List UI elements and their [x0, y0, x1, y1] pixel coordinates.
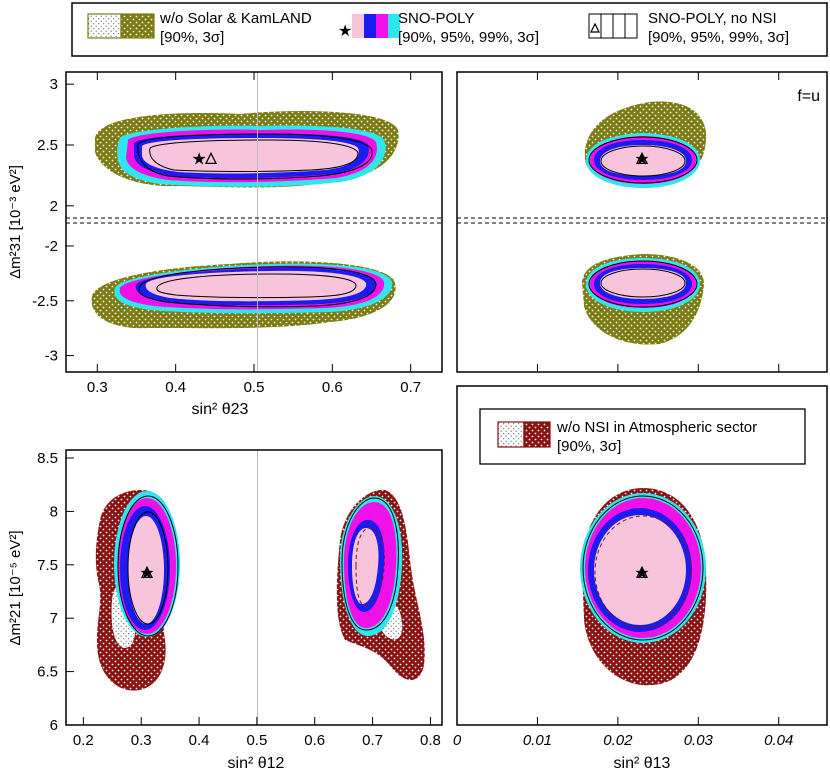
x-tick-label-br: 0	[453, 732, 462, 749]
region-sno-90-lower-tl	[145, 270, 367, 302]
legend-swatch-atm-dark	[523, 421, 551, 448]
best-fit-markers-tr: ★	[634, 149, 649, 168]
x-tick-label-tl: 0.3	[87, 379, 108, 396]
contour-nonsi-3sigma-lower-tr	[588, 260, 698, 308]
legend-swatch-nonsi	[588, 13, 638, 39]
y-tick-label-bl: 7	[50, 610, 58, 627]
panel-top-right: ★ f=u	[456, 71, 828, 373]
best-fit-triangle-br	[635, 565, 649, 578]
contour-nonsi-3sigma-upper-tl	[137, 133, 373, 180]
legend-label-solar: w/o Solar & KamLAND	[159, 10, 312, 27]
best-fit-markers-bl: ★	[139, 563, 154, 582]
x-tick-label-tl: 0.7	[400, 379, 421, 396]
x-tick-label-tl: 0.6	[322, 379, 343, 396]
y-tick-label-tl: 2.5	[37, 137, 58, 154]
ylabel-bottom: Δm²21 [10⁻⁵ eV²]	[7, 530, 24, 645]
legend-swatch-solar-dark	[120, 13, 155, 39]
axes-frame-bottom-right	[456, 385, 828, 726]
legend-sub-solar: [90%, 3σ]	[160, 29, 224, 46]
region-sno-90-upper-tr	[600, 145, 686, 176]
region-sno-90-lower-tr	[600, 268, 686, 299]
xlabel-bottom-right: sin² θ13	[614, 755, 671, 772]
legend-label-sno: SNO-POLY	[398, 10, 474, 27]
legend-swatch-pink	[352, 14, 364, 38]
legend-swatch-solar-light	[87, 13, 122, 39]
x-tick-label-tl: 0.4	[165, 379, 186, 396]
y-tick-label-bl: 6	[50, 717, 58, 734]
legend-sub-nonsi: [90%, 95%, 99%, 3σ]	[648, 29, 789, 46]
ylabel-top: Δm²31 [10⁻³ eV²]	[7, 165, 24, 279]
axes-frame-top-right	[456, 71, 828, 373]
y-tick-label-tl-lower: -2	[45, 238, 58, 255]
best-fit-star-tl: ★	[192, 149, 207, 168]
x-tick-label-br: 0.02	[603, 732, 633, 749]
contour-nonsi-3sigma-br	[582, 495, 704, 641]
y-tick-label-tl-lower: -3	[45, 348, 58, 365]
legend-swatch-cyan	[388, 14, 400, 38]
x-tick-label-br: 0.03	[684, 732, 714, 749]
legend-swatch-magenta	[376, 14, 388, 38]
contour-nonsi-3sigma-left	[117, 495, 179, 637]
contour-nonsi-90-upper-tl	[149, 139, 359, 172]
y-tick-label-tl: 3	[50, 76, 58, 93]
contour-nonsi-3sigma-upper-tr	[588, 136, 698, 184]
x-tick-label-bl: 0.4	[189, 732, 210, 749]
region-sno-90-upper-tl	[142, 138, 359, 174]
y-tick-label-bl: 7.5	[37, 557, 58, 574]
legend-sub-sno: [90%, 95%, 99%, 3σ]	[398, 29, 539, 46]
x-tick-label-br: 0.01	[523, 732, 552, 749]
y-tick-label-bl: 6.5	[37, 664, 58, 681]
panel-bottom-left: ★ 0.2 0.3 0.4 0.5 0.6 0.7 0.8 8.5 8 7.5 7 6.5 6 sin…	[7, 449, 443, 772]
x-tick-label-bl: 0.5	[246, 732, 267, 749]
y-tick-label-bl: 8	[50, 503, 58, 520]
axes-frame-bottom-left	[65, 449, 443, 726]
y-tick-label-tl: 2	[50, 198, 58, 215]
xlabel-top-left: sin² θ23	[192, 401, 249, 418]
x-tick-label-bl: 0.2	[73, 732, 94, 749]
panel-tag: f=u	[797, 88, 820, 105]
legend-label-nonsi: SNO-POLY, no NSI	[648, 10, 777, 27]
y-tick-label-bl: 8.5	[37, 450, 58, 467]
legend-swatch-blue	[364, 14, 376, 38]
contour-nonsi-90-lower-tr	[600, 268, 686, 298]
contour-nonsi-3sigma-lower-tl	[138, 266, 377, 308]
best-fit-markers-tl: ★	[192, 149, 218, 168]
contour-nonsi-90-upper-tr	[600, 145, 686, 177]
best-fit-triangle-bl	[140, 565, 154, 578]
legend-label-atm: w/o NSI in Atmospheric sector	[556, 419, 757, 436]
top-legend: w/o Solar & KamLAND [90%, 3σ] ★ SNO-POLY…	[71, 2, 828, 57]
x-tick-label-tl: 0.5	[244, 379, 265, 396]
legend-sub-atm: [90%, 3σ]	[557, 438, 621, 455]
panel-top-left: ★ 0.3 0.4 0.5 0.6 0.7 3 2.5 2 -2 -2.5 -3 sin² θ23…	[7, 71, 443, 418]
contour-nonsi-90-lower-tl	[156, 273, 357, 299]
y-tick-label-tl-lower: -2.5	[32, 293, 58, 310]
best-fit-triangle-tr	[635, 151, 649, 165]
legend-swatch-atm-light	[497, 421, 525, 448]
x-tick-label-bl: 0.6	[304, 732, 325, 749]
x-tick-label-bl: 0.3	[131, 732, 152, 749]
xlabel-bottom-left: sin² θ12	[228, 755, 285, 772]
x-tick-label-br: 0.04	[764, 732, 793, 749]
top-legend-box	[71, 2, 828, 57]
contour-nonsi-3sigma-right	[341, 497, 399, 631]
contour-nonsi-90-left	[127, 511, 169, 625]
x-tick-label-bl: 0.7	[362, 732, 383, 749]
legend-triangle-icon	[590, 22, 600, 33]
panel-bottom-right: w/o NSI in Atmospheric sector [90%, 3σ] …	[453, 385, 828, 772]
legend-star-icon: ★	[338, 23, 352, 40]
x-tick-label-bl: 0.8	[420, 732, 441, 749]
bottom-legend: w/o NSI in Atmospheric sector [90%, 3σ]	[479, 408, 806, 465]
best-fit-markers-br: ★	[634, 563, 649, 582]
best-fit-triangle-tl	[204, 151, 218, 165]
region-sno-90-right	[352, 528, 379, 604]
contour-atm-dashed-right	[355, 527, 385, 607]
contour-atm-dashed-br	[594, 515, 692, 629]
